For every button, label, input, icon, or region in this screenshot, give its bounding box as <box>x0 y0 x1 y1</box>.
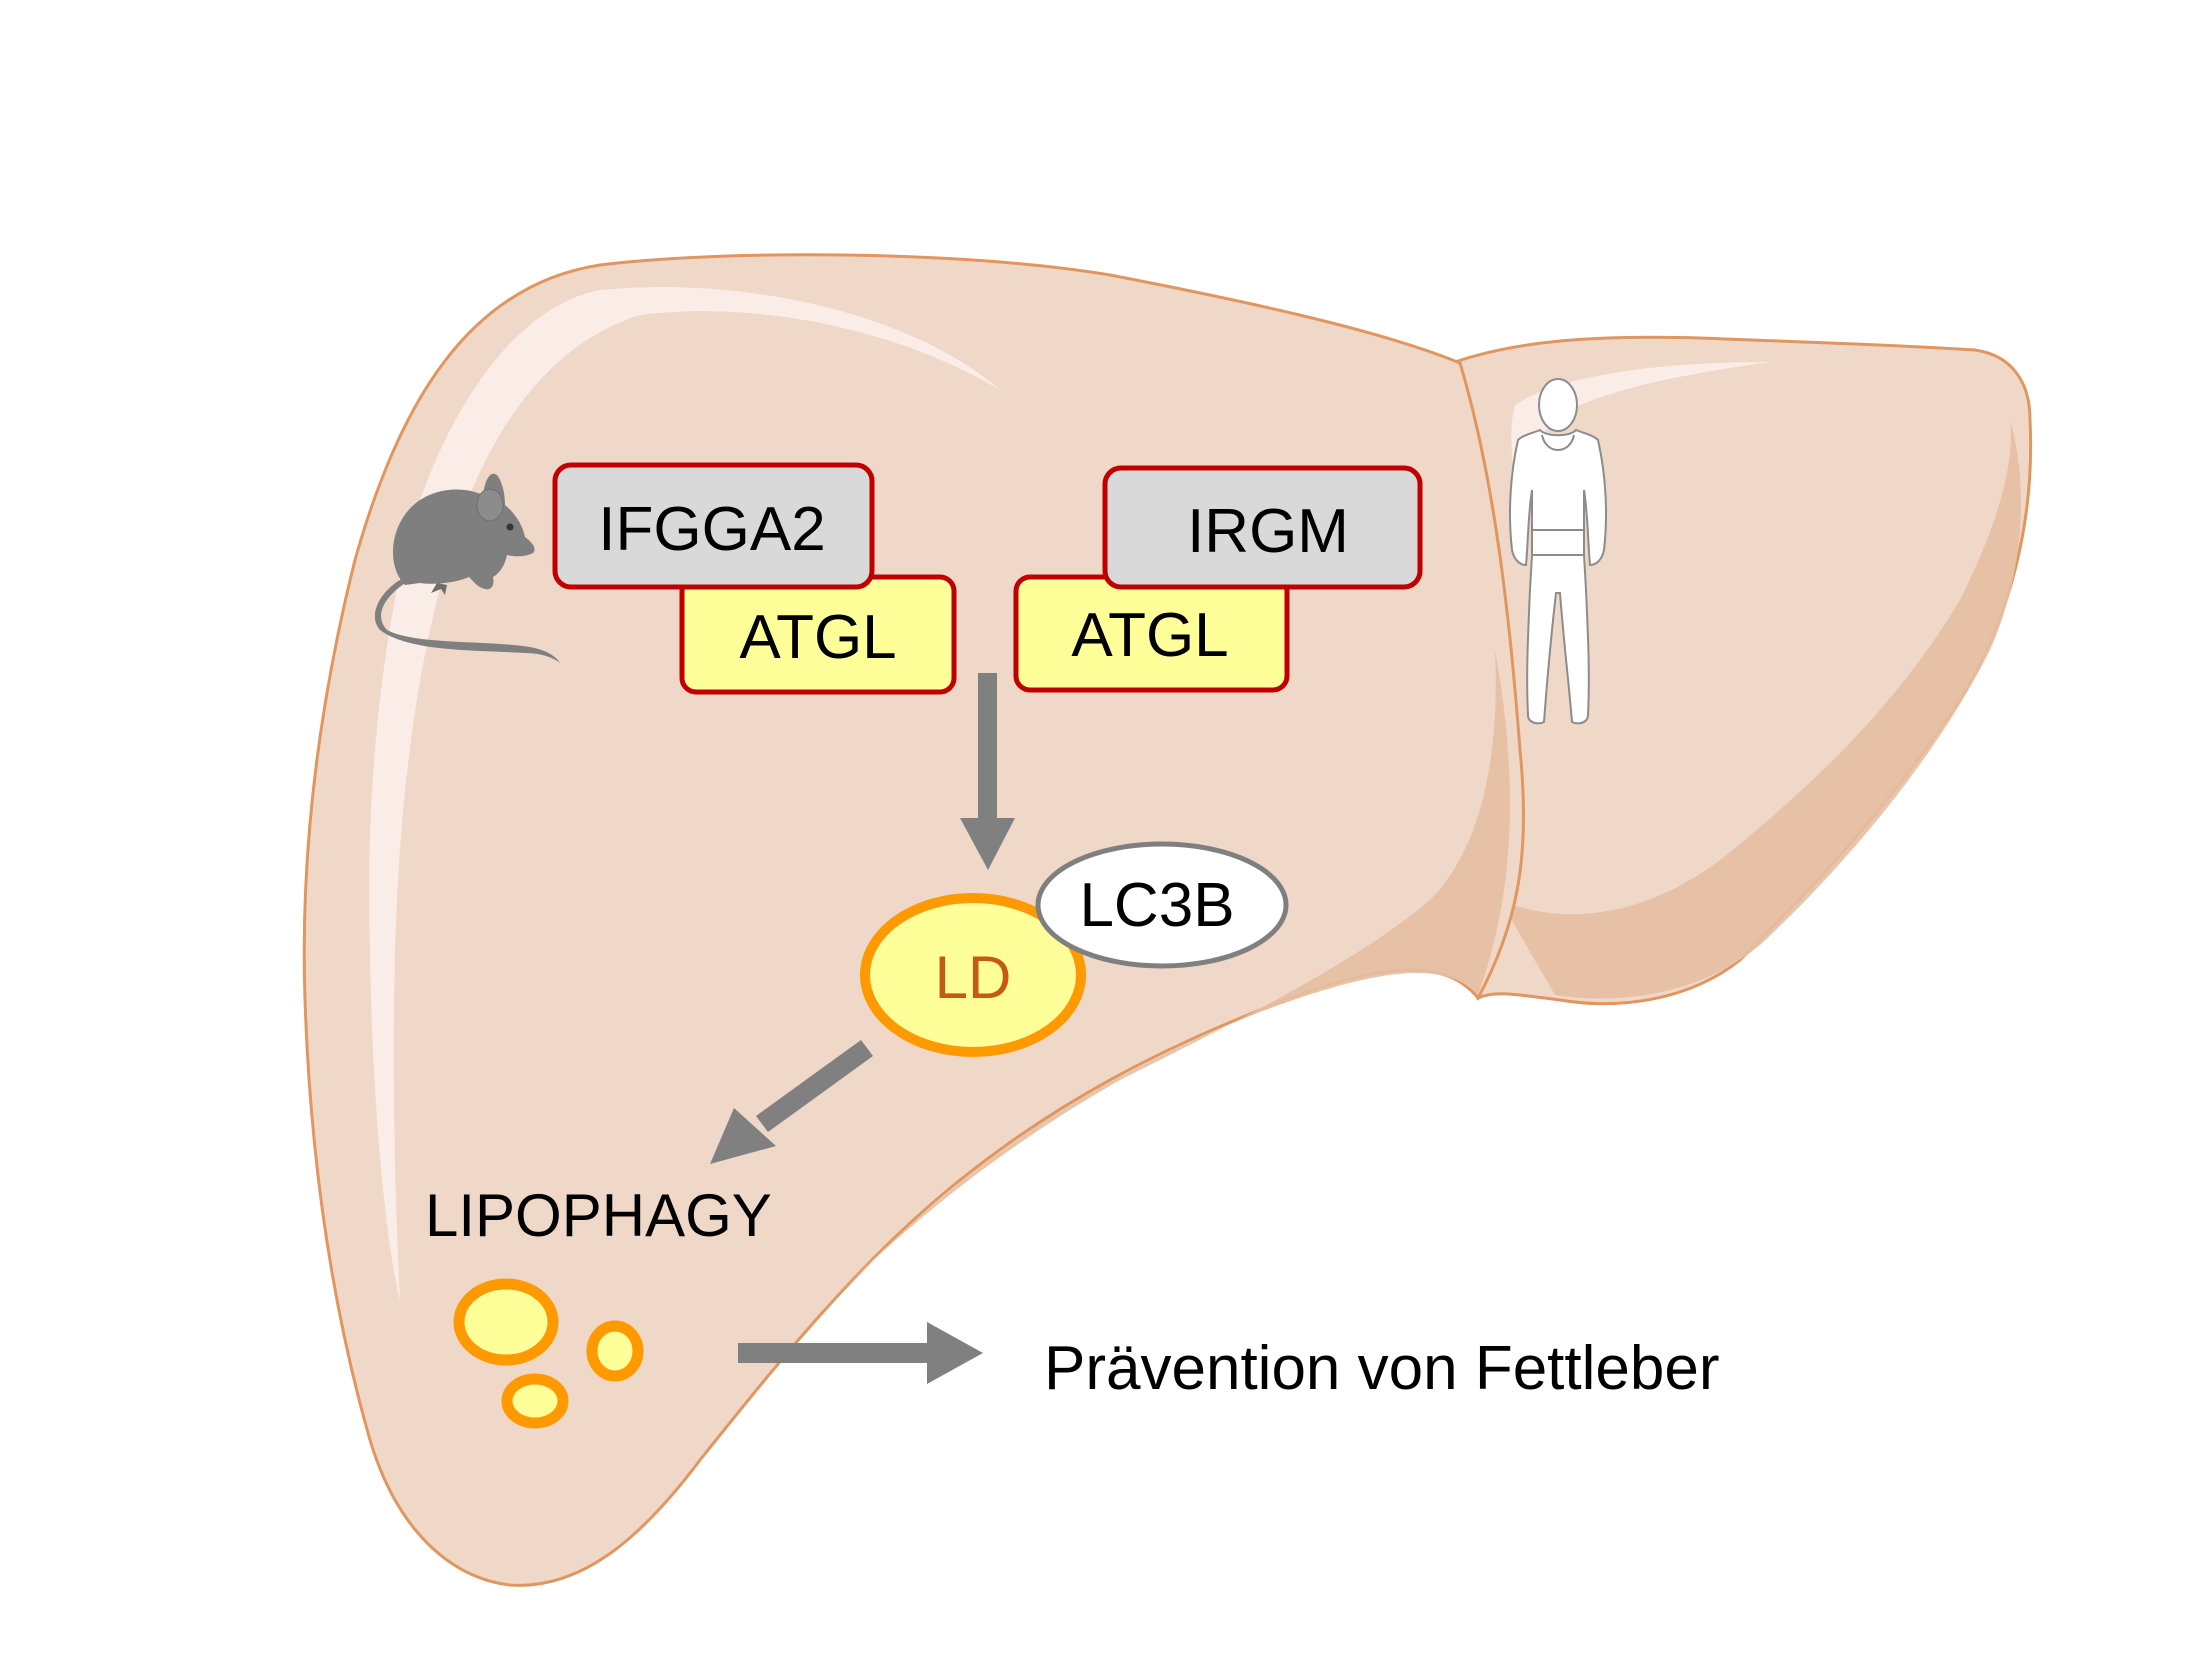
arrow-ld-to-lipophagy <box>710 1040 873 1164</box>
human-atgl-box: ATGL <box>1013 574 1290 693</box>
mouse-atgl-box: ATGL <box>679 574 957 695</box>
lipophagy-label: LIPOPHAGY <box>425 1182 772 1249</box>
arrow-atgl-to-ld <box>960 673 1015 870</box>
lipid-droplet: LD <box>860 893 1086 1057</box>
small-droplet <box>501 1373 569 1429</box>
lc3b-marker: LC3B <box>1035 841 1289 969</box>
arrow-to-prevention <box>738 1322 983 1384</box>
small-lipid-droplets <box>453 1278 644 1429</box>
liver-right-shadow <box>1500 420 2022 999</box>
irgm-box: IRGM <box>1102 465 1423 590</box>
outcome-label: Prävention von Fettleber <box>1044 1334 1720 1403</box>
mouse-atgl-label: ATGL <box>739 603 896 672</box>
human-figure-icon <box>1509 378 1607 725</box>
ifgga2-label: IFGGA2 <box>598 495 825 564</box>
small-droplet <box>453 1278 559 1366</box>
small-droplet <box>586 1320 644 1382</box>
ifgga2-box: IFGGA2 <box>552 462 875 590</box>
mouse-icon <box>374 473 560 663</box>
human-atgl-label: ATGL <box>1071 601 1228 670</box>
lc3b-label: LC3B <box>1079 871 1234 940</box>
irgm-label: IRGM <box>1187 497 1349 566</box>
ld-label: LD <box>935 944 1012 1011</box>
